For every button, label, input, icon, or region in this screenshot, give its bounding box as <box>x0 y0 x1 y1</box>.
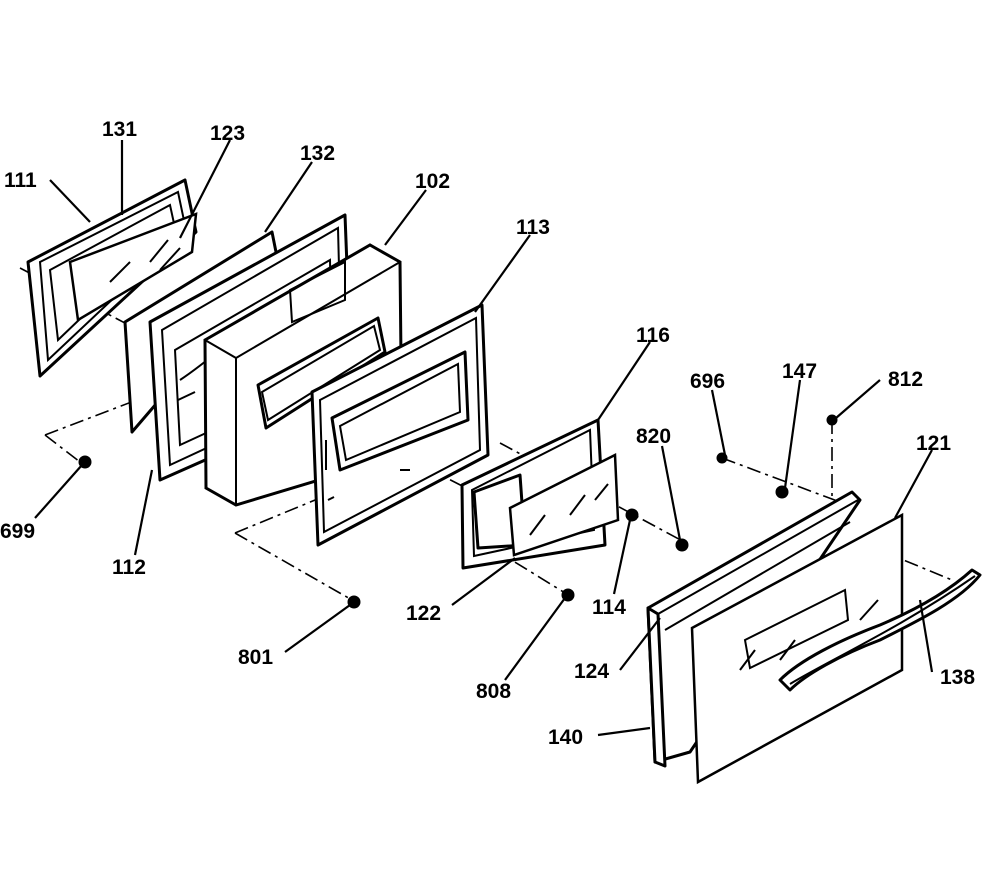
screw-114 <box>625 508 639 522</box>
callout-820: 820 <box>636 425 671 448</box>
callout-138: 138 <box>940 666 975 689</box>
callout-111: 111 <box>4 169 37 192</box>
part-138-handle <box>778 568 982 692</box>
callout-801: 801 <box>238 646 273 669</box>
callout-808: 808 <box>476 680 511 703</box>
callout-121: 121 <box>916 432 951 455</box>
screw-147 <box>775 485 789 499</box>
callout-102: 102 <box>415 170 450 193</box>
callout-699: 699 <box>0 520 35 543</box>
callout-113: 113 <box>516 216 550 239</box>
callout-114: 114 <box>592 596 626 619</box>
part-122-window-glass <box>508 453 620 557</box>
callout-147: 147 <box>782 360 817 383</box>
callout-124: 124 <box>574 660 609 683</box>
callout-labels: 111 131 123 132 102 113 116 696 147 812 … <box>0 118 975 749</box>
callout-116: 116 <box>636 324 670 347</box>
callout-122: 122 <box>406 602 441 625</box>
screw-820 <box>675 538 689 552</box>
callout-140: 140 <box>548 726 583 749</box>
screw-801 <box>347 595 361 609</box>
part-121-outer-glass <box>690 512 904 785</box>
callout-132: 132 <box>300 142 335 165</box>
callout-123: 123 <box>210 122 245 145</box>
leader-lines <box>34 139 934 737</box>
callout-696: 696 <box>690 370 725 393</box>
callout-131: 131 <box>102 118 137 141</box>
screw-812 <box>826 414 838 426</box>
part-131-inner-glass <box>68 212 198 323</box>
screw-696 <box>716 452 728 464</box>
hardware-screws <box>78 414 838 609</box>
part-113-door-panel <box>310 303 490 547</box>
callout-812: 812 <box>888 368 923 391</box>
callout-112: 112 <box>112 556 146 579</box>
